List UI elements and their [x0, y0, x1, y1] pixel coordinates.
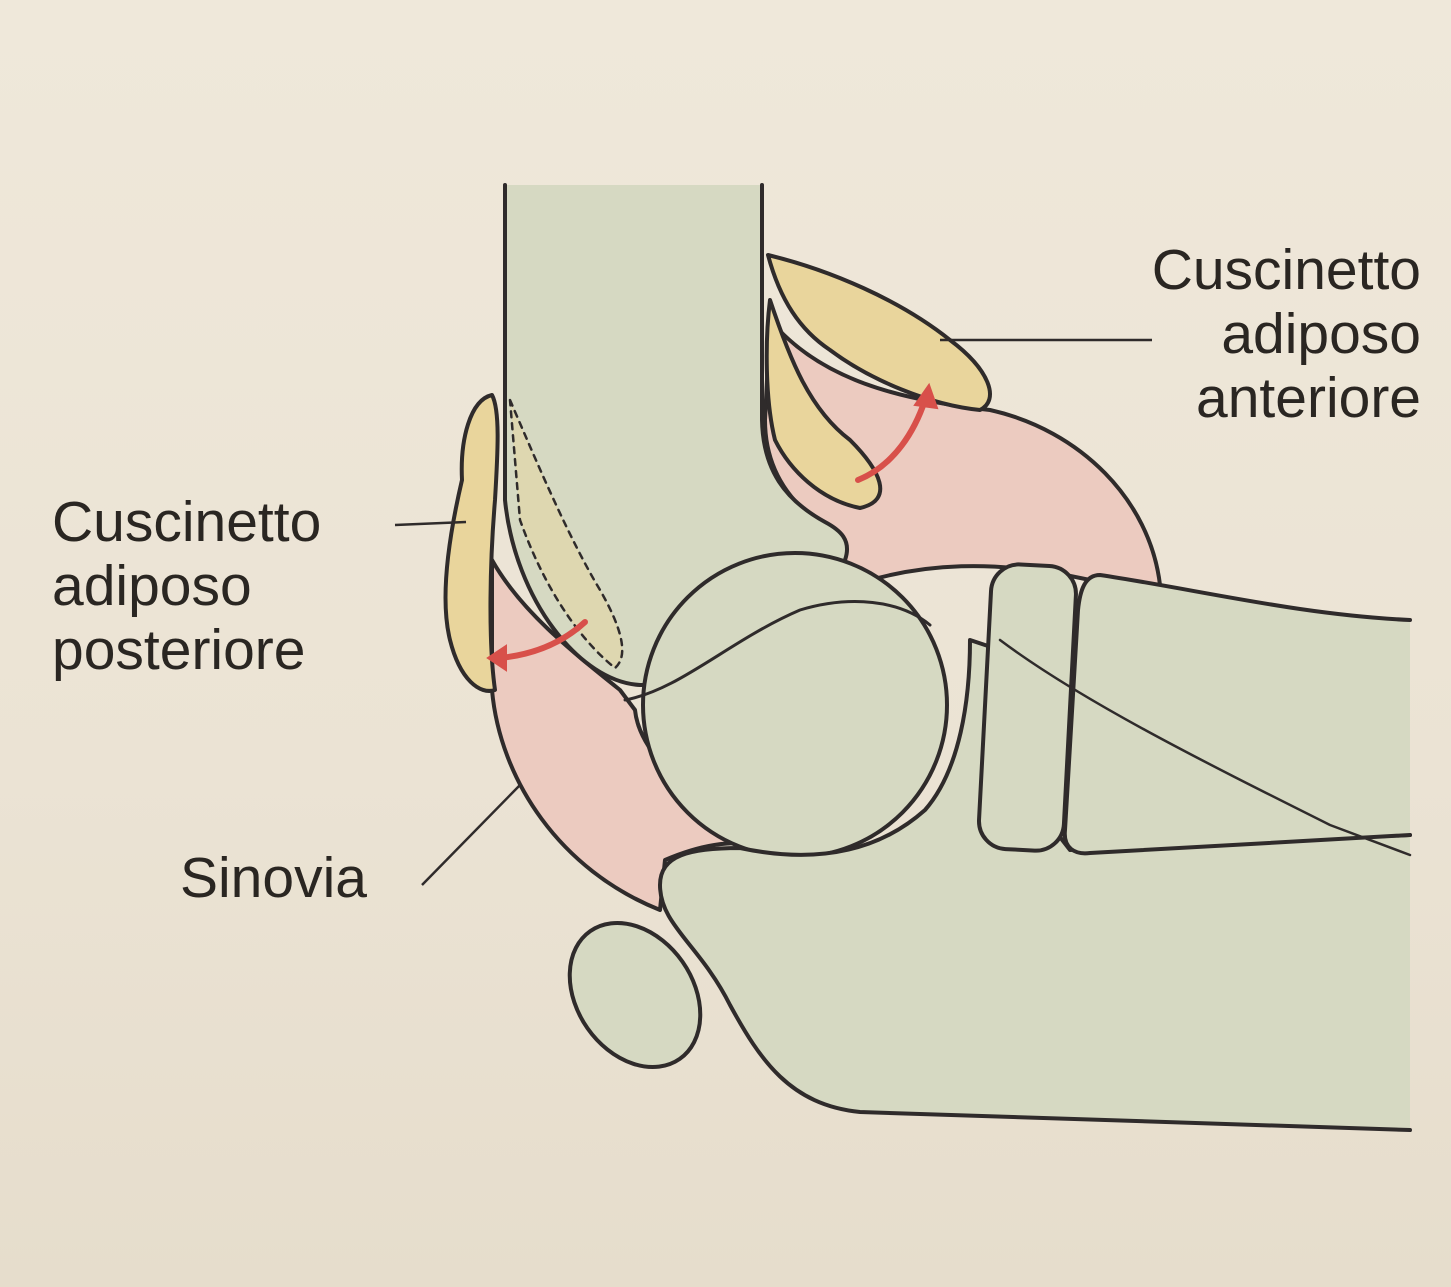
anterior-fat-pad-lower	[764, 298, 883, 510]
anterior-fat-pad-label: Cuscinetto adiposo anteriore	[1152, 238, 1421, 430]
sesamoid-bone	[567, 920, 703, 1070]
label-line: adiposo	[52, 554, 252, 618]
label-line: Cuscinetto	[1151, 238, 1421, 302]
synovia-leader-line	[421, 784, 521, 886]
anterior-arrow-icon	[855, 397, 928, 483]
humeral-condyle	[641, 551, 949, 859]
posterior-arrowhead-icon	[486, 644, 507, 672]
label-line: adiposo	[1221, 302, 1421, 366]
interosseous-line	[998, 638, 1412, 857]
radius-shaft	[1062, 573, 1412, 856]
posterior-fat-pad	[443, 393, 500, 693]
posterior-fat-pad-label: Cuscinetto adiposo posteriore	[52, 490, 321, 682]
posterior-arrow-icon	[497, 619, 588, 661]
posterior-fat-pad-shadow	[508, 398, 624, 670]
anterior-fat-pad	[766, 253, 992, 412]
anterior-arrowhead-icon	[913, 382, 939, 410]
synovia-label: Sinovia	[180, 846, 367, 910]
label-line: Cuscinetto	[52, 490, 322, 554]
posterior-leader-line	[394, 520, 467, 527]
label-line: posteriore	[52, 618, 306, 682]
label-line: anteriore	[1196, 366, 1421, 430]
joint-line	[623, 600, 932, 702]
radial-head	[977, 562, 1078, 853]
